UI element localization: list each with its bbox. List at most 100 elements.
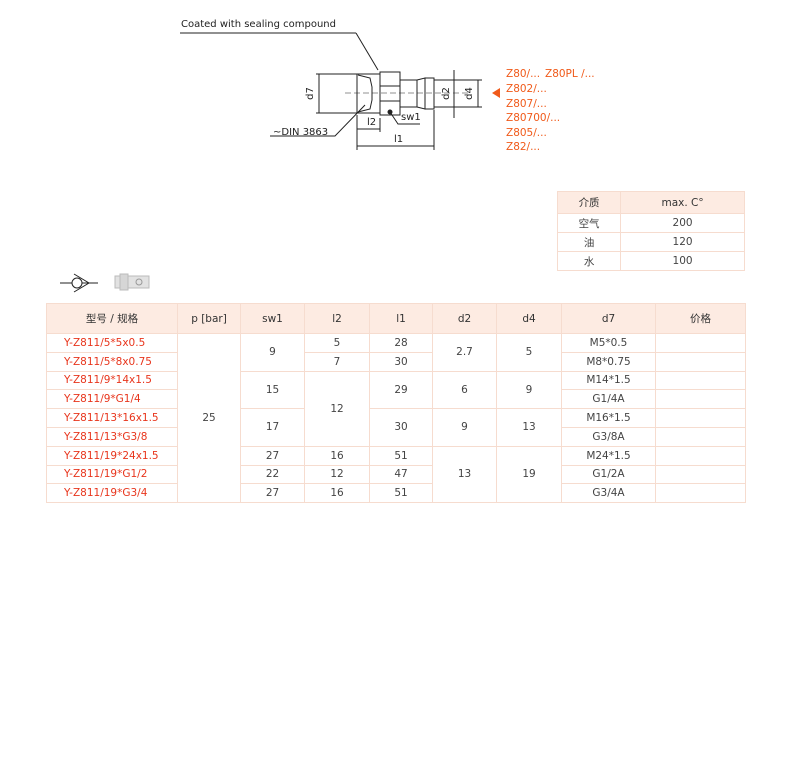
pressure: 25 — [177, 332, 241, 504]
sw1: 15 — [240, 370, 305, 410]
check-valve-symbol-icon — [60, 273, 98, 293]
l1: 30 — [369, 408, 433, 447]
price — [655, 389, 746, 410]
d2: 6 — [432, 370, 497, 410]
sw1: 9 — [240, 333, 305, 372]
model-link[interactable]: Y-Z811/5*5x0.5 — [46, 333, 178, 353]
medium: 空气 — [556, 213, 622, 233]
max-temp: 100 — [620, 251, 745, 271]
d4: 5 — [496, 333, 562, 372]
l2: 7 — [304, 351, 370, 372]
dim-d4: d4 — [463, 87, 475, 100]
model-link[interactable]: Y-Z811/19*G3/4 — [46, 483, 178, 504]
compatible-series: Z80/... — [506, 68, 541, 80]
header-d2: d2 — [432, 303, 497, 334]
model-link[interactable]: Y-Z811/13*16x1.5 — [46, 408, 178, 428]
d2: 9 — [432, 408, 497, 447]
table-row: Y-Z811/13*16x1.5 17 30 9 13 M16*1.5 — [46, 408, 746, 447]
table-row: Y-Z811/5*5x0.5 25 9 5 28 2.7 5 M5*0.5 — [46, 332, 746, 504]
l2: 5 — [304, 333, 370, 353]
dim-l2: l2 — [367, 117, 377, 128]
compatible-series: Z802/... — [506, 83, 547, 95]
table-row: Y-Z811/19*24x1.5 27 16 51 13 19 M24*1.5 — [46, 445, 746, 504]
d4: 9 — [496, 370, 562, 410]
header-pressure: p [bar] — [177, 303, 241, 334]
compatible-series: Z82/... — [506, 141, 541, 153]
compatible-series: Z807/... — [506, 98, 547, 110]
l2: 16 — [304, 483, 370, 504]
dim-l1: l1 — [394, 134, 404, 145]
l2: 16 — [304, 445, 370, 466]
d7: G1/4A — [561, 389, 656, 410]
header-d7: d7 — [561, 303, 656, 334]
d7: G3/8A — [561, 426, 656, 447]
max-temp: 120 — [620, 232, 745, 252]
header-sw1: sw1 — [240, 303, 305, 334]
model-link[interactable]: Y-Z811/9*14x1.5 — [46, 370, 178, 391]
din-label: ~DIN 3863 — [273, 127, 329, 138]
d7: M5*0.5 — [561, 333, 656, 353]
header-max-temp: max. C° — [620, 191, 745, 214]
model-link[interactable]: Y-Z811/19*G1/2 — [46, 464, 178, 485]
header-model: 型号 / 规格 — [46, 303, 178, 334]
model-link[interactable]: Y-Z811/13*G3/8 — [46, 426, 178, 447]
l1: 51 — [369, 483, 433, 504]
dim-d7: d7 — [304, 87, 316, 100]
l2: 12 — [304, 464, 370, 485]
fitting-thumbnail-icon — [114, 273, 150, 291]
medium: 油 — [556, 232, 622, 252]
model-link[interactable]: Y-Z811/5*8x0.75 — [46, 351, 178, 372]
sw1: 17 — [240, 408, 305, 447]
d4: 13 — [496, 408, 562, 447]
max-temp: 200 — [620, 213, 745, 233]
l1: 30 — [369, 351, 433, 372]
price — [655, 408, 746, 428]
medium: 水 — [556, 251, 622, 271]
l1: 47 — [369, 464, 433, 485]
d2: 13 — [432, 445, 497, 504]
table-row: Y-Z811/9*14x1.5 15 12 29 6 9 M14*1.5 — [46, 370, 746, 447]
sw1: 27 — [240, 483, 305, 504]
dim-sw1: sw1 — [401, 112, 421, 123]
fitting-drawing — [180, 32, 500, 150]
model-link[interactable]: Y-Z811/19*24x1.5 — [46, 445, 178, 466]
compatible-series: Z80700/... — [506, 112, 561, 124]
d4: 19 — [496, 445, 562, 504]
header-medium: 介质 — [556, 191, 622, 214]
spec-table: 型号 / 规格 p [bar] sw1 l2 l1 d2 d4 d7 价格 Y-… — [46, 303, 746, 504]
model-link[interactable]: Y-Z811/9*G1/4 — [46, 389, 178, 410]
d7: M24*1.5 — [561, 445, 656, 466]
price — [655, 483, 746, 504]
price — [655, 333, 746, 353]
table-row: Y-Z811/19*G1/2 22 12 47 G1/2A — [46, 464, 746, 485]
d7: G1/2A — [561, 464, 656, 485]
d7: M14*1.5 — [561, 370, 656, 391]
d7: M8*0.75 — [561, 351, 656, 372]
header-price: 价格 — [655, 303, 746, 334]
price — [655, 426, 746, 447]
l1: 28 — [369, 333, 433, 353]
table-row: Y-Z811/5*8x0.75 7 30 M8*0.75 — [46, 351, 746, 372]
d7: M16*1.5 — [561, 408, 656, 428]
compatible-series: Z805/... — [506, 127, 547, 139]
header-l1: l1 — [369, 303, 433, 334]
arrow-left-icon — [492, 88, 500, 98]
price — [655, 464, 746, 485]
l1: 51 — [369, 445, 433, 466]
price — [655, 351, 746, 372]
table-row: Y-Z811/9*G1/4 G1/4A — [46, 389, 746, 410]
l2: 12 — [304, 370, 370, 447]
compatible-series: Z80PL /... — [545, 68, 595, 80]
d7: G3/4A — [561, 483, 656, 504]
sw1: 22 — [240, 464, 305, 485]
header-l2: l2 — [304, 303, 370, 334]
dim-d2: d2 — [440, 87, 452, 100]
d2: 2.7 — [432, 333, 497, 372]
header-d4: d4 — [496, 303, 562, 334]
sealing-callout: Coated with sealing compound — [181, 19, 336, 30]
